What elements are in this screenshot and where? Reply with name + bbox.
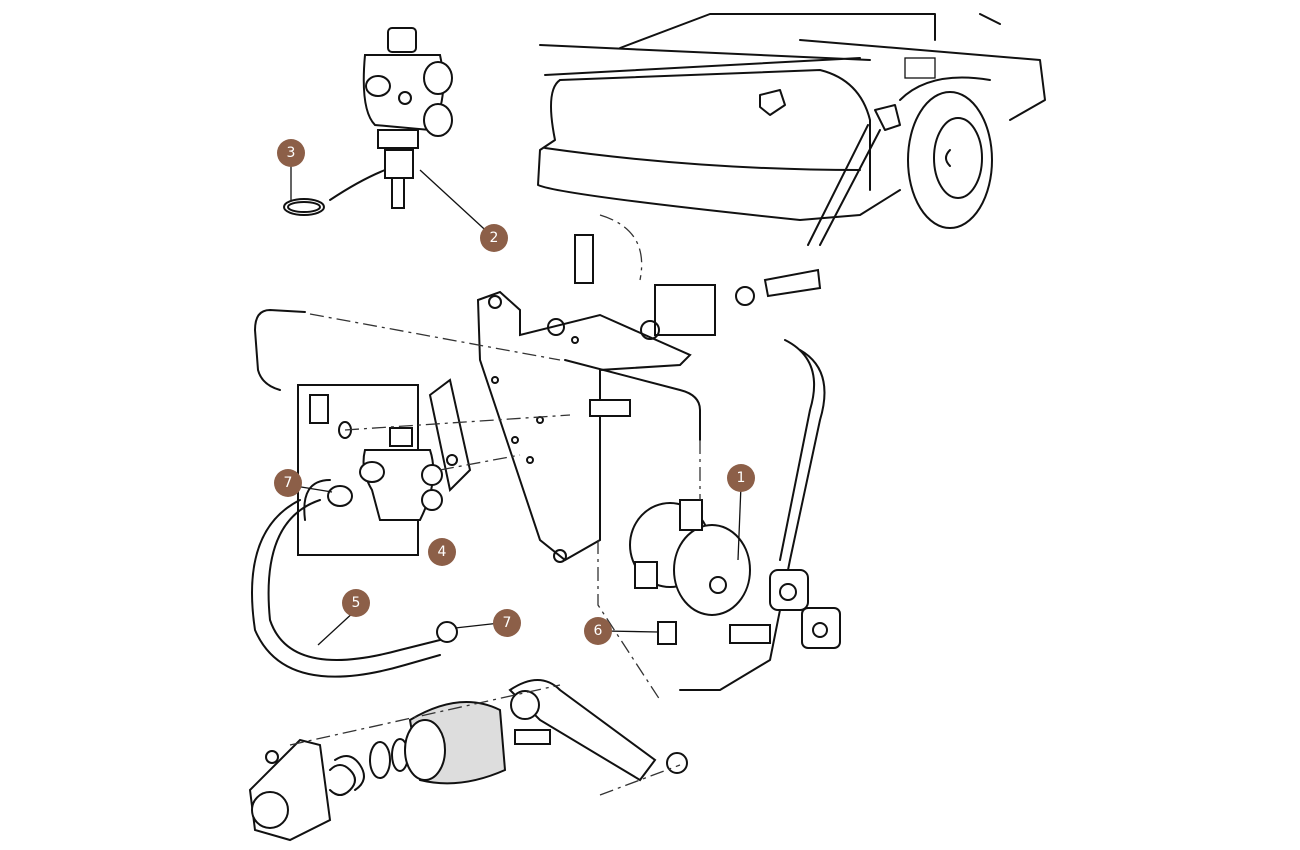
dashed-assembly-lines	[289, 214, 701, 796]
callout-4: 4	[428, 538, 456, 566]
pressure-valve-assembly	[283, 27, 453, 216]
leader-lines	[290, 160, 742, 646]
lower-valve	[297, 384, 458, 643]
callout-1: 1	[727, 464, 755, 492]
vacuum-servo	[629, 499, 751, 616]
callout-2: 2	[480, 224, 508, 252]
callout-7-upper: 7	[274, 469, 302, 497]
car-rear-body	[537, 13, 1046, 246]
mounting-bracket	[428, 234, 822, 563]
callout-6: 6	[584, 617, 612, 645]
callout-5: 5	[342, 589, 370, 617]
bottom-mount-assembly	[248, 679, 688, 842]
callout-3: 3	[277, 139, 305, 167]
callout-7-lower: 7	[493, 609, 521, 637]
fittings-6	[657, 569, 841, 649]
